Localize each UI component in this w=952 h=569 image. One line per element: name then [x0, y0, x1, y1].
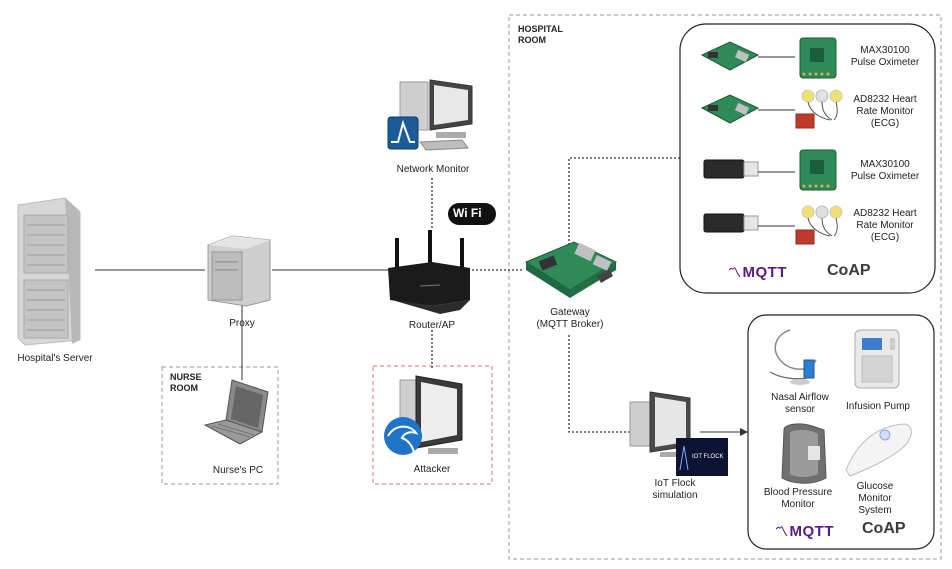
sensor-row-3	[703, 149, 837, 191]
mqtt-mark-icon-bottom: 〽	[775, 524, 789, 539]
sensor-row-1	[700, 37, 837, 79]
iot-flock-logo-mark	[679, 445, 689, 471]
hospital-server-label: Hospital's Server	[17, 353, 93, 364]
sensor-2-label-line1: AD8232 Heart	[853, 94, 917, 105]
sensor-1-label-line2: Pulse Oximeter	[850, 57, 920, 68]
mqtt-logo-top: 〽MQTT	[728, 262, 787, 281]
sensor-2-label-line3: (ECG)	[870, 118, 900, 129]
sensor-row-4	[703, 205, 843, 245]
glucose-label-line1: Glucose	[856, 481, 894, 492]
laptop-icon	[203, 379, 269, 445]
bp-label-line2: Monitor	[781, 499, 815, 510]
router-label: Router/AP	[408, 320, 456, 331]
network-monitor-desktop-icon	[399, 79, 473, 151]
nasal-label-line1: Nasal Airflow	[771, 392, 829, 403]
nasal-label-line2: sensor	[784, 404, 815, 415]
proxy-label: Proxy	[229, 318, 255, 329]
attacker-desktop-icon	[399, 375, 463, 454]
iot-flock-screen-text: IOT FLOCK	[692, 454, 724, 460]
wireshark-icon	[387, 116, 419, 150]
hospital-room-title-line2: ROOM	[518, 35, 546, 45]
gateway-label-line1: Gateway	[550, 307, 590, 318]
hospital-room-region	[508, 14, 942, 560]
wifi-badge-backdrop	[448, 203, 496, 225]
mqtt-logo-top-text: MQTT	[742, 264, 788, 281]
nurse-pc-label: Nurse's PC	[212, 465, 264, 476]
gateway-raspberry-pi-icon	[524, 241, 618, 298]
wifi-router-icon	[388, 230, 470, 314]
server-rack-icon	[17, 197, 81, 346]
bp-label-line1: Blood Pressure	[763, 487, 833, 498]
glucose-monitor-icon	[845, 423, 912, 477]
mqtt-logo-bottom: 〽MQTT	[775, 521, 834, 540]
sensor-1-label-line1: MAX30100	[860, 45, 910, 56]
hospital-room-title-line1: HOSPITAL	[518, 24, 563, 34]
proxy-server-icon	[207, 235, 271, 307]
iot-flock-logo	[676, 438, 728, 476]
nurse-room-region	[161, 366, 279, 485]
sensor-3-label-line2: Pulse Oximeter	[850, 171, 920, 182]
sensor-4-label-line1: AD8232 Heart	[853, 208, 917, 219]
coap-logo-top: CoAP	[827, 262, 871, 279]
iot-flock-label-line2: simulation	[652, 490, 698, 501]
infusion-pump-icon	[854, 329, 900, 389]
coap-logo-bottom: CoAP	[862, 520, 906, 537]
iot-flock-label-line1: IoT Flock	[654, 478, 696, 489]
sensor-2-label-line2: Rate Monitor	[856, 106, 914, 117]
sensor-4-label-line2: Rate Monitor	[856, 220, 914, 231]
kali-logo-icon	[384, 417, 422, 455]
blood-pressure-monitor-icon	[781, 423, 827, 484]
sensor-3-label-line1: MAX30100	[860, 159, 910, 170]
wifi-logo: Wi Fi	[453, 206, 482, 220]
arrowhead-to-devices	[740, 428, 748, 436]
link-gateway-sensors	[568, 157, 680, 245]
network-monitor-label: Network Monitor	[396, 164, 470, 175]
nurse-room-title-line2: ROOM	[170, 383, 198, 393]
attacker-label: Attacker	[413, 464, 451, 475]
sensor-row-2	[700, 89, 843, 129]
gateway-label-line2: (MQTT Broker)	[536, 319, 604, 330]
nurse-room-title-line1: NURSE	[170, 372, 202, 382]
sensor-4-label-line3: (ECG)	[870, 232, 900, 243]
link-gateway-iotflock	[568, 335, 640, 433]
mqtt-mark-icon: 〽	[728, 265, 742, 280]
glucose-label-line3: System	[858, 505, 892, 516]
glucose-label-line2: Monitor	[858, 493, 892, 504]
iot-flock-desktop-icon	[629, 391, 691, 457]
mqtt-logo-bottom-text: MQTT	[789, 523, 835, 540]
infusion-label: Infusion Pump	[846, 401, 910, 412]
nasal-airflow-sensor-icon	[769, 329, 817, 385]
